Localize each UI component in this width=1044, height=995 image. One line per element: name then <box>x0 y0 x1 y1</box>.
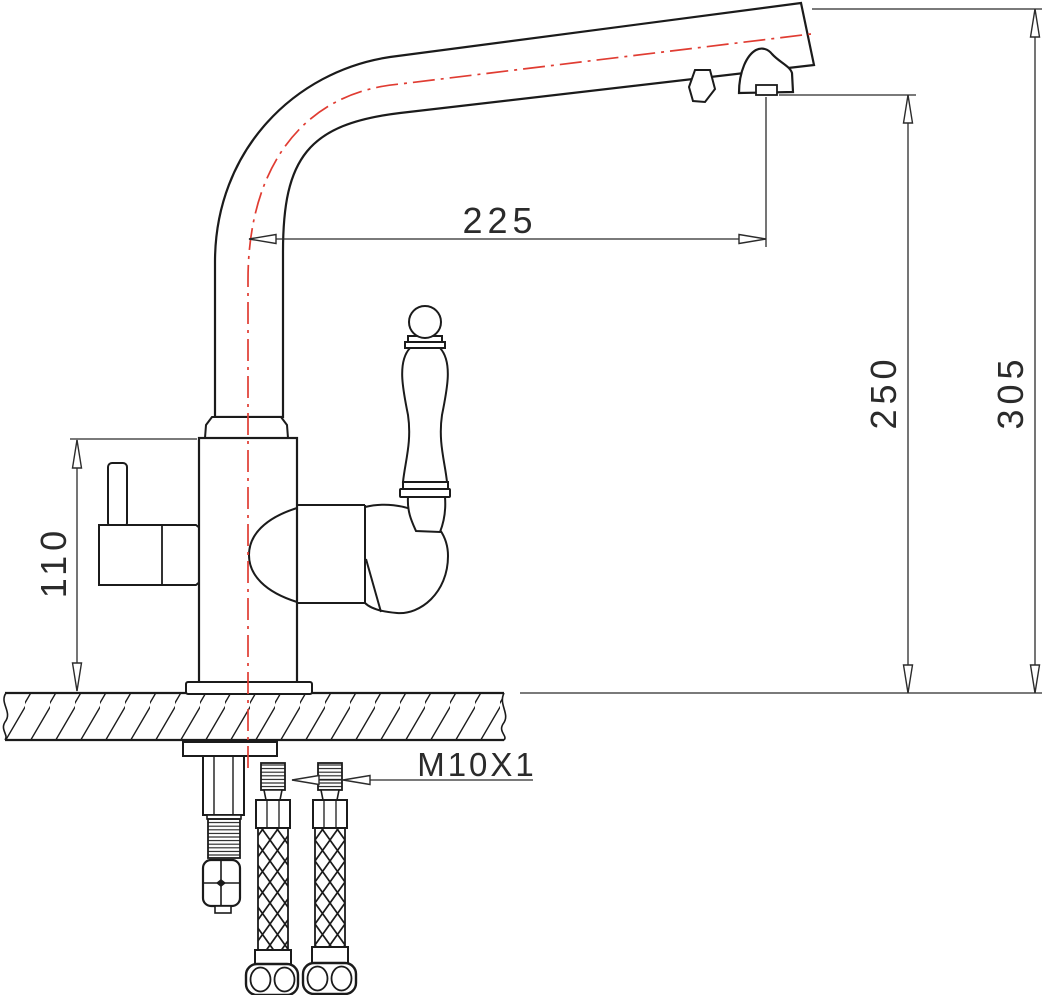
hose-braid-right <box>314 827 346 948</box>
dim-outlet-height <box>779 94 916 694</box>
aerator-outlet <box>737 47 795 95</box>
dim-overall-height <box>520 8 1042 694</box>
mounting-parts <box>182 741 358 995</box>
countertop-break-left <box>2 692 9 741</box>
base-flange <box>185 681 313 695</box>
dim-label-body-height: 110 <box>33 526 74 598</box>
countertop-section <box>2 691 507 742</box>
countertop-break-right <box>500 692 507 741</box>
filter-valve-lever <box>107 462 128 528</box>
handle-ball <box>408 305 442 339</box>
hex-standoff <box>202 755 245 816</box>
body-collar <box>203 416 290 439</box>
dim-thread-leader <box>291 774 533 786</box>
handle-grip <box>401 347 449 483</box>
dim-label-overall-height: 305 <box>990 354 1031 429</box>
handle-base-ring <box>399 488 451 498</box>
supply-hose-right <box>301 762 358 995</box>
hose-braid-left <box>257 827 289 951</box>
hose-thread-left <box>260 762 286 791</box>
centerline <box>247 33 812 768</box>
filter-valve-body <box>98 524 214 586</box>
spout-outline <box>213 1 816 419</box>
faucet-body <box>98 1 816 695</box>
hose-thread-right <box>317 762 343 791</box>
swivel-joint <box>247 503 450 615</box>
dim-spout-reach <box>248 97 767 247</box>
spout-knob <box>687 69 717 104</box>
aerator-nozzle <box>755 84 778 96</box>
dimension-annotations <box>70 8 1042 786</box>
dim-body-height <box>70 438 197 692</box>
threaded-stud <box>207 818 241 859</box>
dim-label-spout-reach: 225 <box>462 200 537 241</box>
mounting-flange <box>182 741 278 757</box>
handle <box>399 305 451 534</box>
dim-label-outlet-height: 250 <box>863 354 904 429</box>
dim-label-connection-thread: M10X1 <box>417 746 537 783</box>
supply-hose-left <box>244 762 300 995</box>
